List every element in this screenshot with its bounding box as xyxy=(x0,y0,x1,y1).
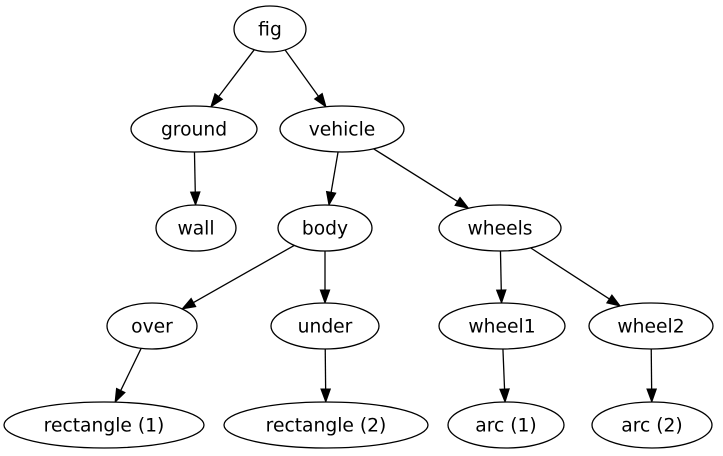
edge-body-over xyxy=(180,244,295,310)
node-vehicle: vehicle xyxy=(279,105,405,153)
node-label: over xyxy=(131,317,173,338)
node-ellipse xyxy=(223,401,429,449)
edge-fig-ground xyxy=(209,49,255,109)
node-fig: fig xyxy=(233,5,307,53)
node-ellipse xyxy=(591,401,713,449)
arrowhead-icon xyxy=(180,297,197,310)
node-label: fig xyxy=(258,20,282,41)
arrowhead-icon xyxy=(319,289,331,305)
node-body: body xyxy=(277,204,373,252)
arrowhead-icon xyxy=(646,388,658,404)
node-label: wall xyxy=(177,219,214,240)
edge-line xyxy=(120,348,142,391)
node-ellipse xyxy=(279,105,405,153)
node-ellipse xyxy=(130,105,258,153)
node-ellipse xyxy=(438,302,566,350)
node-wall: wall xyxy=(155,204,237,252)
arrowhead-icon xyxy=(454,196,470,210)
node-arc1: arc (1) xyxy=(447,401,565,449)
node-label: rectangle (1) xyxy=(44,416,165,437)
node-label: wheels xyxy=(467,219,532,240)
edge-vehicle-wheels xyxy=(373,148,470,210)
node-label: wheel2 xyxy=(617,317,684,338)
node-label: arc (2) xyxy=(621,416,682,437)
node-rect1: rectangle (1) xyxy=(3,401,205,449)
edge-body-under xyxy=(319,251,331,305)
edge-fig-vehicle xyxy=(284,49,327,108)
node-ellipse xyxy=(447,401,565,449)
node-label: rectangle (2) xyxy=(266,416,387,437)
node-ellipse xyxy=(277,204,373,252)
arrowhead-icon xyxy=(209,92,224,109)
edge-line xyxy=(218,49,255,97)
edge-wheels-wheel1 xyxy=(495,250,507,305)
node-ellipse xyxy=(270,302,380,350)
node-wheels: wheels xyxy=(438,204,562,252)
node-ellipse xyxy=(155,204,237,252)
node-label: under xyxy=(298,317,353,338)
edge-wheel2-arc2 xyxy=(646,348,658,404)
edge-line xyxy=(284,49,319,97)
edge-wheel1-arc1 xyxy=(499,348,510,404)
node-arc2: arc (2) xyxy=(591,401,713,449)
edge-line xyxy=(502,348,506,390)
node-rect2: rectangle (2) xyxy=(223,401,429,449)
arrowhead-icon xyxy=(189,191,201,207)
node-ellipse xyxy=(3,401,205,449)
arrowhead-icon xyxy=(499,388,510,404)
edge-over-rect1 xyxy=(114,348,142,404)
arrowhead-icon xyxy=(114,387,126,404)
node-label: body xyxy=(302,219,348,240)
edge-ground-wall xyxy=(189,151,201,207)
arrowhead-icon xyxy=(313,92,327,108)
node-label: wheel1 xyxy=(468,317,535,338)
node-ellipse xyxy=(106,302,198,350)
edge-line xyxy=(530,247,610,300)
edge-vehicle-body xyxy=(325,151,339,207)
edge-line xyxy=(373,148,458,202)
node-ellipse xyxy=(233,5,307,53)
node-over: over xyxy=(106,302,198,350)
node-wheel1: wheel1 xyxy=(438,302,566,350)
node-label: ground xyxy=(161,120,227,141)
edge-line xyxy=(193,151,196,193)
edge-line xyxy=(193,244,295,304)
node-ellipse xyxy=(588,302,714,350)
edge-line xyxy=(330,151,339,193)
node-label: arc (1) xyxy=(475,416,536,437)
edge-under-rect2 xyxy=(320,348,332,404)
node-ground: ground xyxy=(130,105,258,153)
node-under: under xyxy=(270,302,380,350)
edge-line xyxy=(499,250,502,291)
node-wheel2: wheel2 xyxy=(588,302,714,350)
arrowhead-icon xyxy=(605,294,622,307)
arrowhead-icon xyxy=(495,289,507,305)
node-ellipse xyxy=(438,204,562,252)
arrowhead-icon xyxy=(320,388,332,404)
edge-wheels-wheel2 xyxy=(530,247,622,307)
arrowhead-icon xyxy=(325,190,337,207)
node-label: vehicle xyxy=(309,120,376,141)
